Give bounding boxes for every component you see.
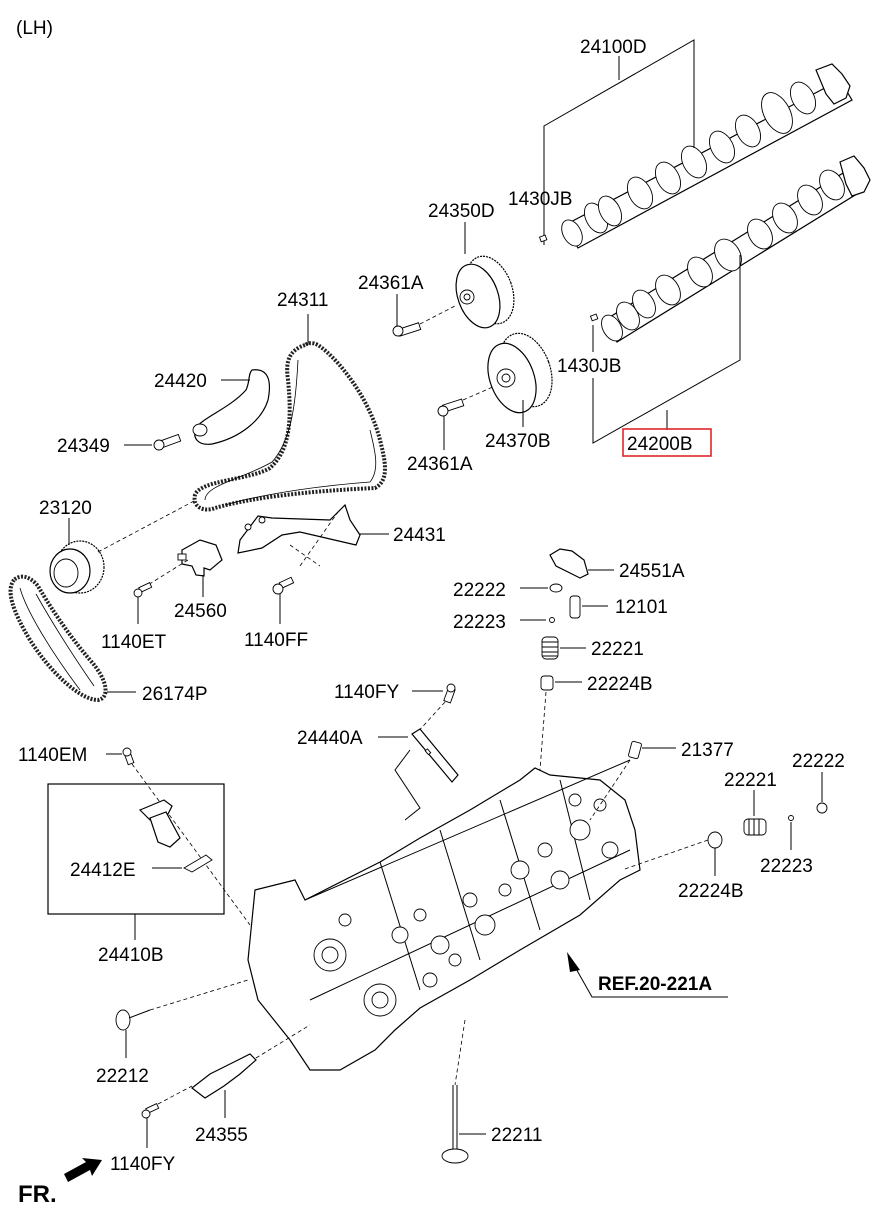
label-22223-upper[interactable]: 22223 <box>453 612 506 633</box>
cotter-upper[interactable] <box>549 617 555 623</box>
sprocket[interactable] <box>49 540 105 594</box>
cvvt-exhaust[interactable] <box>448 250 523 334</box>
leader-1140em-dash <box>131 763 251 926</box>
label-1140fy-top[interactable]: 1140FY <box>334 682 399 703</box>
label-24350d[interactable]: 24350D <box>428 201 495 222</box>
pin-bottom[interactable] <box>589 313 599 322</box>
tensioner-assy[interactable] <box>138 799 213 873</box>
label-24200b[interactable]: 24200B <box>627 434 693 455</box>
label-1140ff[interactable]: 1140FF <box>244 630 308 651</box>
bolt-cvvt-top[interactable] <box>392 322 422 337</box>
stem-seal-right[interactable] <box>707 831 723 849</box>
retainer-upper[interactable] <box>549 583 563 593</box>
spring-right[interactable] <box>743 818 767 836</box>
label-23120[interactable]: 23120 <box>39 498 92 519</box>
label-24100d[interactable]: 24100D <box>580 37 647 58</box>
stem-seal-upper[interactable] <box>540 675 554 691</box>
side-label: (LH) <box>16 18 53 39</box>
label-22223-right[interactable]: 22223 <box>760 856 813 877</box>
label-1430jb-bottom[interactable]: 1430JB <box>557 356 621 377</box>
leader-24100d <box>543 39 695 245</box>
leader-tensioner-dash <box>142 559 189 589</box>
label-24361a-top[interactable]: 24361A <box>358 273 424 294</box>
leader-bolt-top-dash <box>419 305 456 325</box>
front-direction-arrow-icon <box>64 1158 102 1182</box>
highlight-box <box>622 428 712 457</box>
label-1140em[interactable]: 1140EM <box>18 745 87 766</box>
leader-24431-dash <box>289 511 339 567</box>
chain-guide-lever[interactable] <box>192 369 271 445</box>
leader-bolt-bottom-dash <box>462 385 496 401</box>
leader-24200b <box>592 255 741 444</box>
label-24370b[interactable]: 24370B <box>485 431 551 452</box>
label-22222-upper[interactable]: 22222 <box>453 580 506 601</box>
bolt-guide[interactable] <box>272 576 295 595</box>
chain-guide[interactable] <box>237 503 361 554</box>
label-22221-right[interactable]: 22221 <box>724 770 777 791</box>
reference-arrow-icon <box>567 952 580 972</box>
label-22224b-upper[interactable]: 22224B <box>587 674 653 695</box>
leader-stem-seal-right-dash <box>621 839 709 871</box>
leader-stem-seal-dash <box>539 691 547 771</box>
cylinder-head[interactable] <box>247 759 641 1071</box>
pin-top[interactable] <box>538 234 548 243</box>
leader-23120-dash <box>97 499 197 553</box>
tensioner-arm[interactable] <box>411 728 459 783</box>
label-22222-right[interactable]: 22222 <box>792 751 845 772</box>
bolt-tensioner-arm[interactable] <box>443 683 456 704</box>
label-22212[interactable]: 22212 <box>96 1066 149 1087</box>
bolt-em[interactable] <box>122 747 135 766</box>
tensioner[interactable] <box>177 539 223 577</box>
label-24551a[interactable]: 24551A <box>619 561 685 582</box>
leader-22212-dash <box>149 979 249 1011</box>
label-21377[interactable]: 21377 <box>681 740 734 761</box>
front-direction-label: FR. <box>18 1181 57 1208</box>
label-24410b[interactable]: 24410B <box>98 945 164 966</box>
lever-bolt[interactable] <box>153 433 182 451</box>
ocv[interactable] <box>191 1053 257 1099</box>
label-24431[interactable]: 24431 <box>393 525 446 546</box>
spring-upper[interactable] <box>541 636 559 660</box>
label-24440a[interactable]: 24440A <box>297 728 363 749</box>
label-24355[interactable]: 24355 <box>195 1125 248 1146</box>
label-24412e[interactable]: 24412E <box>70 860 136 881</box>
exhaust-valve[interactable] <box>115 1009 151 1031</box>
label-24349[interactable]: 24349 <box>57 436 110 457</box>
cvvt-intake[interactable] <box>479 326 562 419</box>
reference-leader <box>569 957 728 998</box>
oil-pump-chain[interactable] <box>8 574 108 703</box>
leader-21377-dash <box>589 759 631 821</box>
leader-ocv-dash <box>255 1024 311 1059</box>
label-1140fy-bottom[interactable]: 1140FY <box>110 1154 175 1175</box>
tensioner-assy-box <box>47 783 225 915</box>
leader-bolt-ocv-dash <box>157 1085 193 1105</box>
label-24311[interactable]: 24311 <box>277 290 328 311</box>
bolt-tensioner[interactable] <box>133 582 153 598</box>
label-22221-upper[interactable]: 22221 <box>591 639 644 660</box>
reference-label[interactable]: REF.20-221A <box>598 974 712 995</box>
lash-adjuster[interactable] <box>569 595 581 619</box>
intake-valve[interactable] <box>441 1085 469 1164</box>
camshaft-exhaust[interactable] <box>557 63 853 250</box>
label-22211[interactable]: 22211 <box>491 1125 542 1146</box>
leader-24440a-bracket <box>394 749 421 821</box>
timing-chain[interactable] <box>192 341 387 512</box>
label-26174p[interactable]: 26174P <box>142 684 208 705</box>
retainer-right[interactable] <box>816 802 828 814</box>
camshaft-intake[interactable] <box>597 155 871 345</box>
label-24420[interactable]: 24420 <box>154 371 207 392</box>
leader-22211-dash <box>454 1019 466 1086</box>
label-12101[interactable]: 12101 <box>615 597 668 618</box>
label-1140et[interactable]: 1140ET <box>101 632 167 653</box>
label-1430jb-top[interactable]: 1430JB <box>508 189 572 210</box>
label-22224b-right[interactable]: 22224B <box>678 881 744 902</box>
rocker-arm[interactable] <box>549 548 589 579</box>
cotter-right[interactable] <box>788 815 794 821</box>
label-24560[interactable]: 24560 <box>174 601 227 622</box>
plug[interactable] <box>628 740 642 760</box>
bolt-ocv[interactable] <box>141 1103 160 1119</box>
label-24361a-bottom[interactable]: 24361A <box>407 454 473 475</box>
bolt-cvvt-bottom[interactable] <box>437 398 465 417</box>
